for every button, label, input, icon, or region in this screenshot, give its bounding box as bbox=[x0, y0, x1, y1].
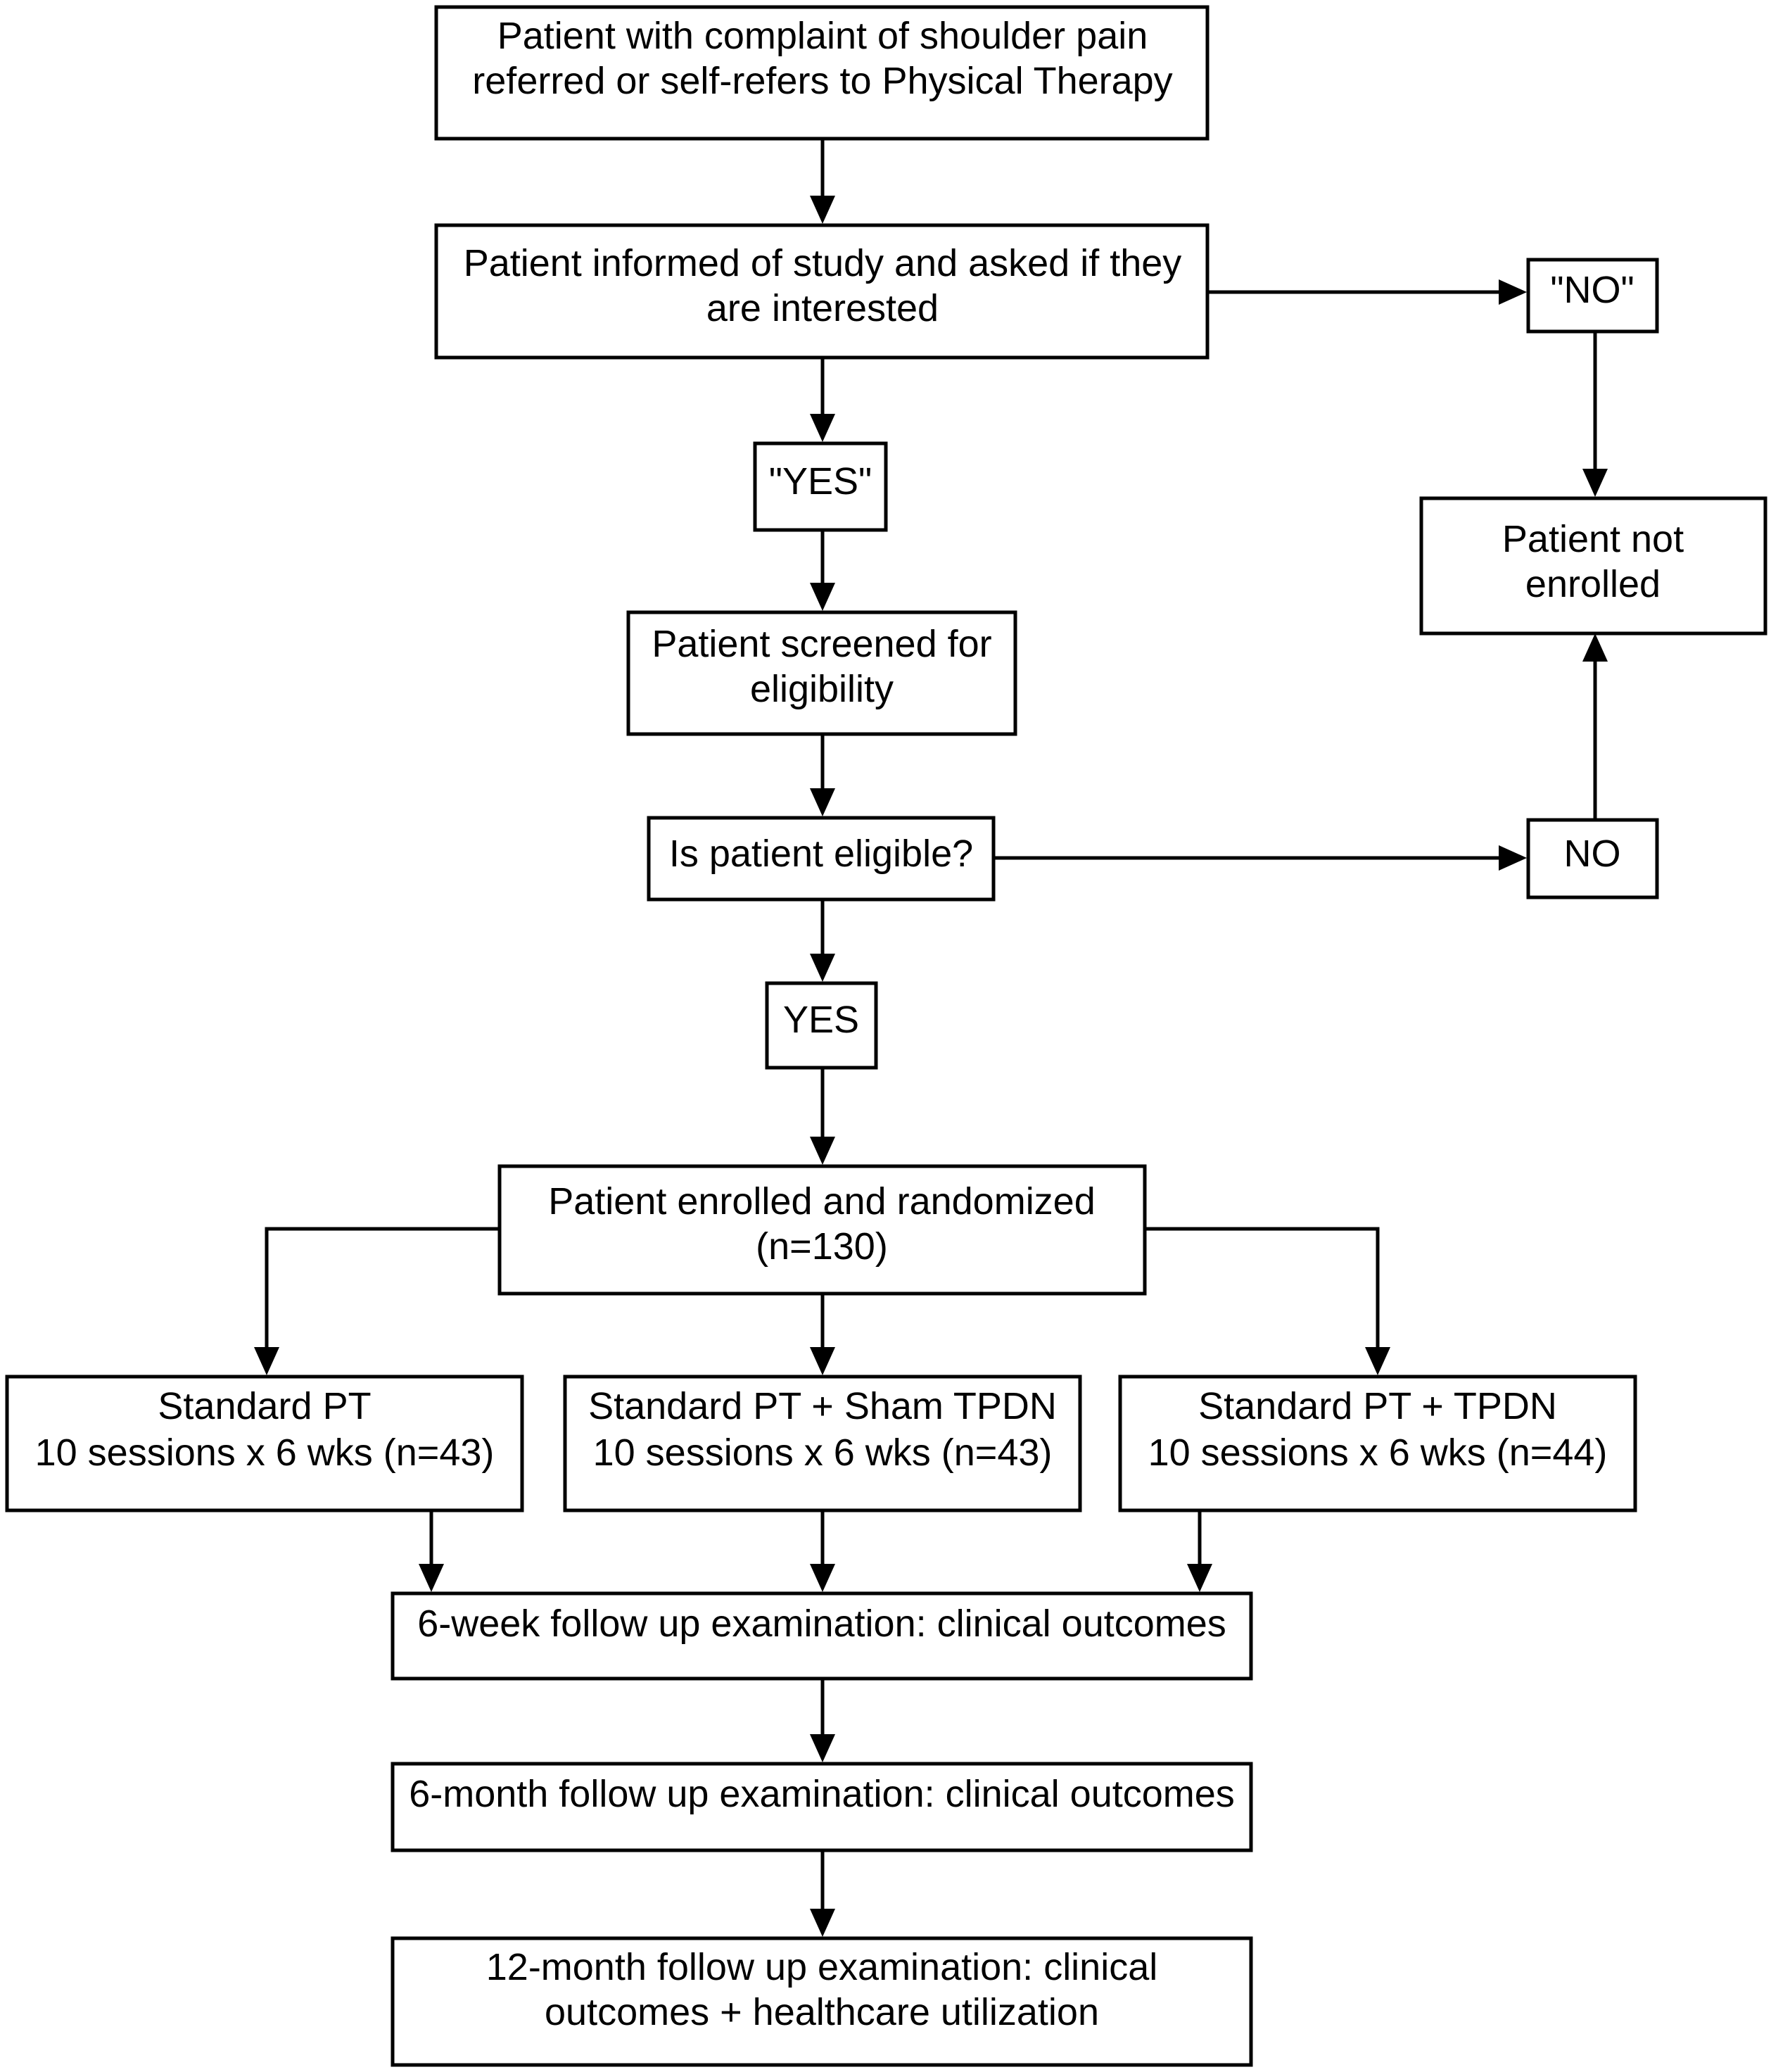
arrowhead bbox=[810, 788, 835, 816]
not-enrolled-line-2: enrolled bbox=[1525, 563, 1661, 605]
followup-6month-box: 6-month follow up examination: clinical … bbox=[391, 1762, 1253, 1852]
not-interested-box: "NO" bbox=[1526, 258, 1659, 334]
screened-box: Patient screened for eligibility bbox=[626, 610, 1017, 736]
group-tpdn-line-2: 10 sessions x 6 wks (n=44) bbox=[1148, 1432, 1608, 1474]
followup-12month-box: 12-month follow up examination: clinical… bbox=[391, 1936, 1253, 2067]
informed-line-2: are interested bbox=[706, 287, 939, 329]
not-eligible-label: NO bbox=[1564, 833, 1621, 875]
randomized-box: Patient enrolled and randomized (n=130) bbox=[497, 1164, 1147, 1296]
not-enrolled-box: Patient not enrolled bbox=[1419, 496, 1767, 636]
eligible-question-box: Is patient eligible? bbox=[647, 816, 996, 902]
screened-line-2: eligibility bbox=[750, 668, 894, 710]
arrow-randomized-to-tpdn bbox=[1145, 1227, 1380, 1348]
arrowhead bbox=[1582, 469, 1608, 497]
followup-12month-line-1: 12-month follow up examination: clinical bbox=[486, 1946, 1158, 1988]
arrowhead bbox=[810, 583, 835, 611]
followup-6week-label: 6-week follow up examination: clinical o… bbox=[417, 1603, 1226, 1645]
arrowhead bbox=[1499, 845, 1527, 871]
informed-box: Patient informed of study and asked if t… bbox=[434, 223, 1210, 360]
arrow-randomized-to-standard bbox=[265, 1227, 500, 1348]
arrowhead bbox=[1365, 1347, 1390, 1375]
interested-box: "YES" bbox=[753, 441, 888, 532]
followup-12month-line-2: outcomes + healthcare utilization bbox=[545, 1991, 1099, 2033]
start-line-1: Patient with complaint of shoulder pain bbox=[497, 15, 1148, 57]
not-enrolled-line-1: Patient not bbox=[1502, 518, 1684, 560]
arrowhead bbox=[810, 196, 835, 224]
group-sham-line-1: Standard PT + Sham TPDN bbox=[588, 1385, 1057, 1427]
arrowhead bbox=[810, 954, 835, 982]
group-sham-line-2: 10 sessions x 6 wks (n=43) bbox=[593, 1432, 1053, 1474]
arrowhead bbox=[810, 1564, 835, 1592]
group-sham-box: Standard PT + Sham TPDN 10 sessions x 6 … bbox=[563, 1375, 1082, 1512]
not-eligible-box: NO bbox=[1526, 818, 1659, 899]
followup-6week-box: 6-week follow up examination: clinical o… bbox=[391, 1591, 1253, 1681]
arrowhead bbox=[1582, 633, 1608, 662]
not-interested-label: "NO" bbox=[1550, 269, 1634, 311]
eligible-question-label: Is patient eligible? bbox=[669, 833, 973, 875]
arrowhead bbox=[810, 414, 835, 442]
group-standard-line-1: Standard PT bbox=[158, 1385, 371, 1427]
screened-line-1: Patient screened for bbox=[652, 623, 991, 665]
start-line-2: referred or self-refers to Physical Ther… bbox=[472, 60, 1172, 102]
arrowhead bbox=[810, 1347, 835, 1375]
eligible-label: YES bbox=[783, 999, 859, 1041]
group-standard-box: Standard PT 10 sessions x 6 wks (n=43) bbox=[5, 1375, 524, 1512]
randomized-line-2: (n=130) bbox=[756, 1225, 888, 1268]
group-tpdn-box: Standard PT + TPDN 10 sessions x 6 wks (… bbox=[1118, 1375, 1637, 1512]
group-tpdn-line-1: Standard PT + TPDN bbox=[1198, 1385, 1557, 1427]
interested-label: "YES" bbox=[769, 460, 872, 503]
arrowhead bbox=[1499, 279, 1527, 305]
arrowhead bbox=[1187, 1564, 1212, 1592]
connectors bbox=[254, 139, 1608, 1937]
arrowhead bbox=[254, 1347, 279, 1375]
informed-line-1: Patient informed of study and asked if t… bbox=[464, 242, 1182, 284]
arrowhead bbox=[810, 1734, 835, 1762]
arrowhead bbox=[810, 1909, 835, 1937]
group-standard-line-2: 10 sessions x 6 wks (n=43) bbox=[35, 1432, 495, 1474]
arrowhead bbox=[419, 1564, 444, 1592]
randomized-line-1: Patient enrolled and randomized bbox=[548, 1180, 1096, 1223]
arrowhead bbox=[810, 1137, 835, 1165]
followup-6month-label: 6-month follow up examination: clinical … bbox=[409, 1773, 1235, 1815]
start-box: Patient with complaint of shoulder pain … bbox=[434, 5, 1210, 141]
eligible-box: YES bbox=[765, 981, 878, 1070]
